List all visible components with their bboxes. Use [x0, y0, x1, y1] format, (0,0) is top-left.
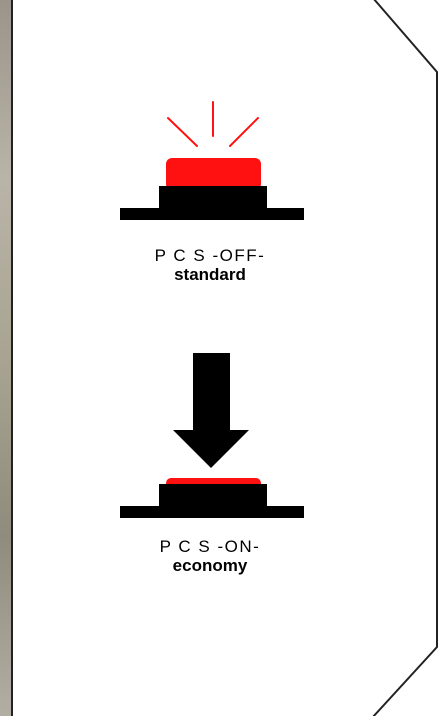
pcs-on-code-label: P C S -ON-: [159, 537, 261, 556]
pcs-on-mode-label: economy: [172, 556, 248, 576]
down-arrow-icon: [173, 353, 249, 468]
pcs-on-button-icon: [120, 478, 304, 518]
button-base-plate: [120, 506, 304, 518]
pcs-off-code-label: P C S -OFF-: [154, 246, 266, 265]
pcs-off-caption: P C S -OFF- standard: [120, 246, 300, 284]
button-cap-raised: [166, 158, 261, 190]
pcs-off-button-icon: [120, 101, 304, 220]
light-rays-icon: [167, 101, 259, 147]
button-base-plate: [120, 208, 304, 220]
pcs-off-mode-label: standard: [174, 265, 246, 285]
button-housing: [159, 186, 267, 210]
pcs-on-caption: P C S -ON- economy: [120, 537, 300, 575]
button-housing: [159, 484, 267, 508]
background-photo-strip: [0, 0, 14, 716]
